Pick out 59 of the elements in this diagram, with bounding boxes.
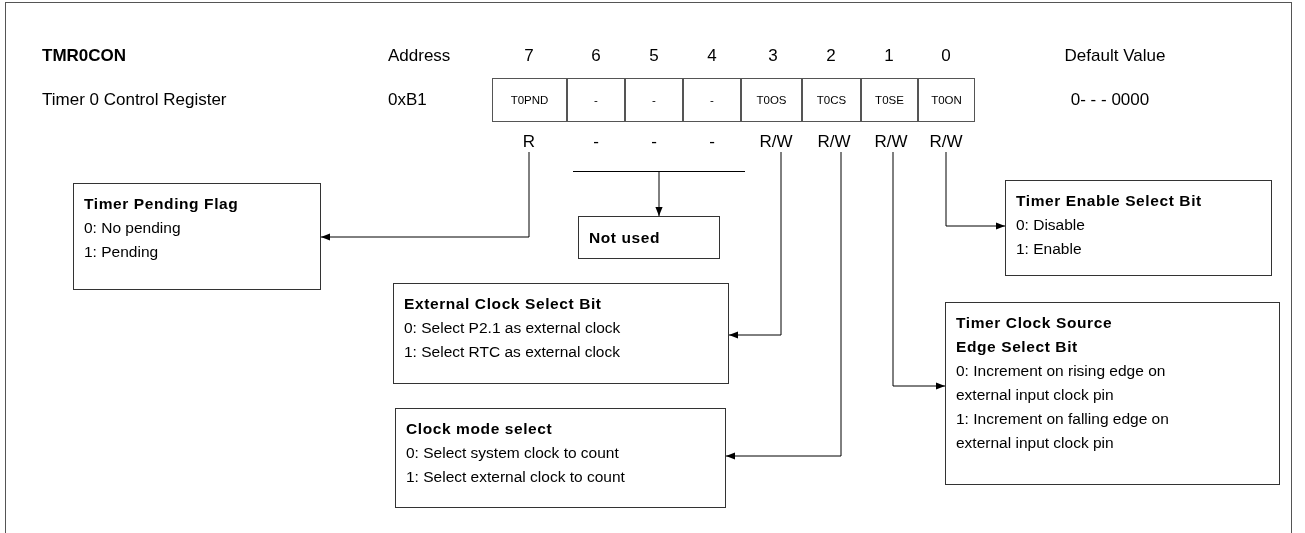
arrow [892, 151, 946, 390]
description-box [1005, 180, 1272, 276]
register-bit-cell: T0CS [802, 78, 861, 122]
register-text: Address [388, 46, 451, 67]
bit-value-text: 1: Select external clock to count [406, 467, 626, 487]
register-bit-cell: - [683, 78, 741, 122]
register-bit-cell: - [625, 78, 683, 122]
access-type-text: R/W [866, 132, 916, 152]
description-box [945, 302, 1280, 485]
description-box [393, 283, 729, 384]
description-box [73, 183, 321, 290]
register-name: TMR0CON [42, 46, 127, 67]
register-text: Timer 0 Control Register [42, 90, 227, 111]
bit-value-text: 0: Disable [1016, 215, 1086, 235]
bit-value-text: 1: Enable [1016, 239, 1083, 259]
description-box [578, 216, 720, 259]
box-heading: External Clock Select Bit [404, 294, 603, 314]
register-text: 4 [707, 46, 717, 67]
register-bit-cell: T0PND [492, 78, 567, 122]
bit-value-text: 0: Increment on rising edge on external input clock pin [956, 361, 1167, 405]
arrow [320, 151, 530, 241]
register-text: - [651, 132, 657, 153]
register-text: 5 [649, 46, 659, 67]
register-bit-cell: T0ON [918, 78, 975, 122]
arrow [655, 170, 663, 217]
register-text: 6 [591, 46, 601, 67]
box-heading: Timer Clock Source Edge Select Bit [956, 313, 1114, 357]
bit-value-text: 0: No pending [84, 218, 182, 238]
register-text: 3 [768, 46, 778, 67]
bit-value-text: 1: Pending [84, 242, 160, 262]
bit-value-text: 1: Increment on falling edge on external input clock pin [956, 409, 1170, 453]
access-type-text: R [504, 132, 554, 152]
register-text: - [593, 132, 599, 153]
bit-value-text: 0: Select system clock to count [406, 443, 620, 463]
register-text: 0- - - 0000 [1070, 90, 1150, 111]
description-box [395, 408, 726, 508]
access-type-text: R/W [751, 132, 801, 152]
arrow [725, 151, 842, 460]
bit-value-text: 1: Select RTC as external clock [404, 342, 621, 362]
box-heading: Clock mode select [406, 419, 554, 439]
bit-value-text: 0: Select P2.1 as external clock [404, 318, 622, 338]
arrow [945, 151, 1006, 230]
box-heading: Not used [589, 227, 662, 248]
access-type-text: R/W [921, 132, 971, 152]
register-text: - [709, 132, 715, 153]
register-bit-cell: T0SE [861, 78, 918, 122]
register-text: 0xB1 [388, 90, 427, 111]
bracket-line [573, 171, 745, 172]
register-text: 7 [524, 46, 534, 67]
box-heading: Timer Enable Select Bit [1016, 191, 1203, 211]
register-text: Default Value [1064, 46, 1166, 67]
register-text: 1 [884, 46, 894, 67]
register-text: 2 [826, 46, 836, 67]
box-heading: Timer Pending Flag [84, 194, 240, 214]
register-bit-cell: - [567, 78, 625, 122]
register-text: 0 [941, 46, 951, 67]
register-bit-cell: T0OS [741, 78, 802, 122]
access-type-text: R/W [809, 132, 859, 152]
arrow [728, 151, 782, 339]
